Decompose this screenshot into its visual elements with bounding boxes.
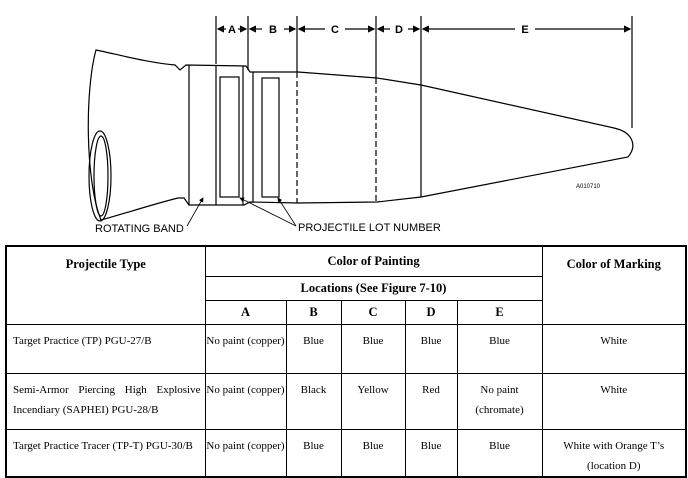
loc-b: Blue [285, 428, 342, 477]
color-coding-table: Projectile Type Color of Painting Color … [5, 245, 688, 478]
header-color-of-marking: Color of Marking [541, 245, 687, 325]
header-loc-b: B [285, 299, 342, 325]
header-loc-e: E [456, 299, 543, 325]
loc-b: Black [285, 372, 342, 430]
loc-c: Yellow [340, 372, 406, 430]
dim-label-b: B [269, 24, 277, 36]
projectile-type: Target Practice (TP) PGU-27/B [5, 323, 206, 374]
loc-a: No paint (copper) [204, 372, 287, 430]
marking: White [541, 323, 687, 374]
base-ellipse [88, 130, 112, 222]
header-loc-c: C [340, 299, 406, 325]
projectile-diagram: A B C D E ROTATING BAND PROJECTILE LOT N… [87, 16, 634, 235]
lot-number-label: PROJECTILE LOT NUMBER [298, 222, 441, 234]
loc-c: Blue [340, 428, 406, 477]
loc-d: Blue [404, 323, 458, 374]
header-color-of-painting: Color of Painting [204, 245, 543, 277]
figure-id: A010710 [576, 184, 601, 190]
dim-label-d: D [395, 24, 403, 36]
header-locations: Locations (See Figure 7-10) [204, 275, 543, 301]
table-row: Target Practice (TP) PGU-27/B No paint (… [5, 323, 687, 374]
table-row: Semi-Armor Piercing High Explosive Incen… [5, 372, 687, 430]
loc-d: Blue [404, 428, 458, 477]
projectile-type: Target Practice Tracer (TP-T) PGU-30/B [5, 428, 206, 477]
projectile-outline [87, 49, 634, 221]
marking: White [541, 372, 687, 430]
lot-number-box [261, 77, 280, 198]
table-row: Target Practice Tracer (TP-T) PGU-30/B N… [5, 428, 687, 477]
loc-a: No paint (copper) [204, 428, 287, 477]
dim-label-e: E [521, 24, 528, 36]
marking: White with Orange T’s (location D) [541, 428, 687, 477]
projectile-type: Semi-Armor Piercing High Explosive Incen… [5, 372, 206, 430]
loc-a: No paint (copper) [204, 323, 287, 374]
header-loc-d: D [404, 299, 458, 325]
loc-b: Blue [285, 323, 342, 374]
dim-label-a: A [228, 24, 236, 36]
loc-e: Blue [456, 323, 543, 374]
header-loc-a: A [204, 299, 287, 325]
loc-e: Blue [456, 428, 543, 477]
header-projectile-type: Projectile Type [5, 245, 206, 325]
loc-e: No paint (chromate) [456, 372, 543, 430]
lot-number-box [219, 76, 240, 198]
loc-c: Blue [340, 323, 406, 374]
dim-label-c: C [331, 24, 339, 36]
loc-d: Red [404, 372, 458, 430]
rotating-band-label: ROTATING BAND [95, 223, 184, 235]
